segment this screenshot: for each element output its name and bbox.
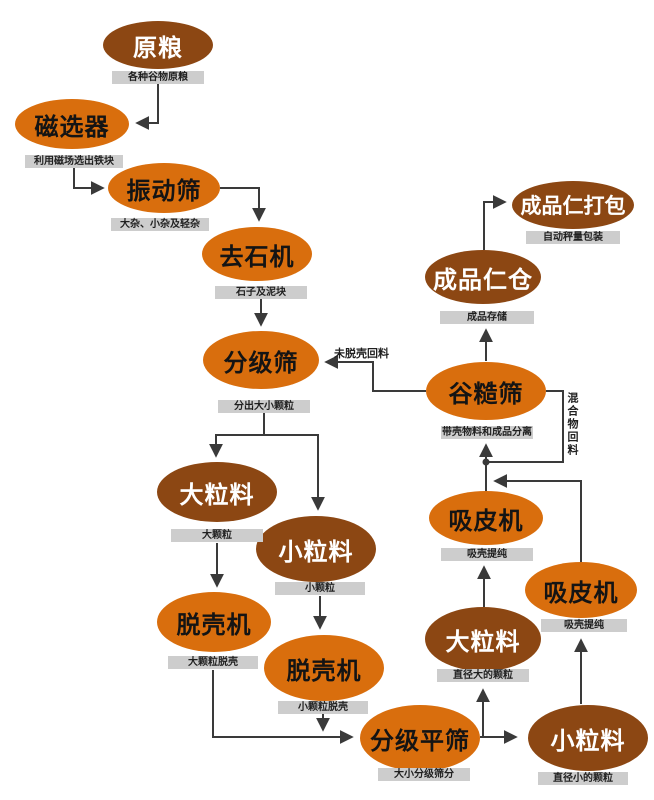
note-destoner: 石子及泥块	[215, 286, 307, 299]
node-small-particles-left: 小粒料	[256, 516, 376, 582]
node-husk-aspirator-1: 吸皮机	[429, 491, 543, 545]
node-large-particles-left-label: 大粒料	[179, 481, 255, 509]
connector-grading-to-small-left	[264, 434, 325, 511]
note-flat-grading-screen: 大小分级筛分	[378, 768, 470, 781]
node-large-particles-right: 大粒料	[425, 607, 541, 671]
node-magnetic-separator-label: 磁选器	[34, 113, 110, 141]
node-husker-small: 脱壳机	[264, 635, 384, 701]
note-small-particles-left: 小颗粒	[275, 582, 365, 595]
edge-label-unhusked-return: 未脱壳回料	[334, 348, 389, 360]
node-kernel-bin: 成品仁仓	[425, 250, 541, 304]
note-husk-aspirator-1: 吸壳提纯	[441, 548, 533, 561]
node-small-particles-right-label: 小粒料	[550, 727, 626, 755]
node-vibrating-screen: 振动筛	[108, 163, 220, 213]
node-kernel-packing: 成品仁打包	[512, 181, 634, 229]
node-husk-aspirator-1-label: 吸皮机	[448, 507, 524, 535]
node-raw-grain: 原粮	[103, 21, 213, 69]
node-grading-screen: 分级筛	[203, 331, 319, 389]
connector-husker1-to-flat-screen	[212, 670, 354, 744]
connector-unhusked-return	[324, 355, 426, 392]
note-magnetic-separator: 利用磁场选出铁块	[25, 155, 123, 168]
note-husk-aspirator-2: 吸壳提纯	[541, 619, 627, 632]
node-kernel-packing-label: 成品仁打包	[520, 195, 626, 218]
connector-raw-to-magnetic	[135, 84, 159, 130]
note-small-particles-right: 直径小的颗粒	[538, 772, 628, 785]
node-grading-screen-label: 分级筛	[223, 349, 299, 377]
node-large-particles-right-label: 大粒料	[445, 628, 521, 656]
node-paddy-separator-label: 谷糙筛	[448, 380, 524, 408]
node-small-particles-left-label: 小粒料	[278, 538, 354, 566]
note-vibrating-screen: 大杂、小杂及轻杂	[111, 218, 209, 231]
node-flat-grading-screen-label: 分级平筛	[370, 727, 470, 755]
node-kernel-bin-label: 成品仁仓	[433, 266, 533, 294]
note-large-particles-right: 直径大的颗粒	[437, 669, 529, 682]
node-paddy-separator: 谷糙筛	[426, 362, 546, 420]
node-destoner: 去石机	[202, 227, 312, 281]
note-kernel-packing: 自动秤量包装	[526, 231, 620, 244]
connector-bin-to-packing	[483, 195, 507, 250]
node-raw-grain-label: 原粮	[133, 34, 183, 62]
node-husker-large: 脱壳机	[157, 592, 271, 652]
note-kernel-bin: 成品存储	[440, 311, 534, 324]
connector-grading-to-large-left	[209, 413, 265, 458]
node-husker-small-label: 脱壳机	[286, 657, 362, 685]
note-raw-grain: 各种谷物原粮	[112, 71, 204, 84]
node-husk-aspirator-2-label: 吸皮机	[543, 579, 619, 607]
connector-vibrating-to-destoner	[220, 187, 266, 222]
junction-dot	[482, 458, 490, 466]
connector-mixture-return-loop	[489, 390, 564, 463]
node-husker-large-label: 脱壳机	[176, 611, 252, 639]
note-husker-small: 小颗粒脱壳	[278, 701, 368, 714]
node-magnetic-separator: 磁选器	[15, 99, 129, 149]
node-vibrating-screen-label: 振动筛	[126, 177, 202, 205]
connector-magnetic-to-vibrating	[73, 167, 105, 195]
note-husker-large: 大颗粒脱壳	[168, 656, 258, 669]
node-destoner-label: 去石机	[219, 243, 295, 271]
node-flat-grading-screen: 分级平筛	[360, 705, 480, 771]
note-paddy-separator: 带壳物料和成品分离	[441, 426, 533, 439]
note-grading-screen: 分出大小颗粒	[218, 400, 310, 413]
connector-aspirator2-merge	[493, 474, 582, 562]
node-small-particles-right: 小粒料	[528, 705, 648, 771]
note-large-particles-left: 大颗粒	[171, 529, 263, 542]
node-large-particles-left: 大粒料	[157, 462, 277, 522]
edge-label-mixture-return: 混合物回料	[566, 392, 578, 457]
node-husk-aspirator-2: 吸皮机	[525, 562, 637, 618]
